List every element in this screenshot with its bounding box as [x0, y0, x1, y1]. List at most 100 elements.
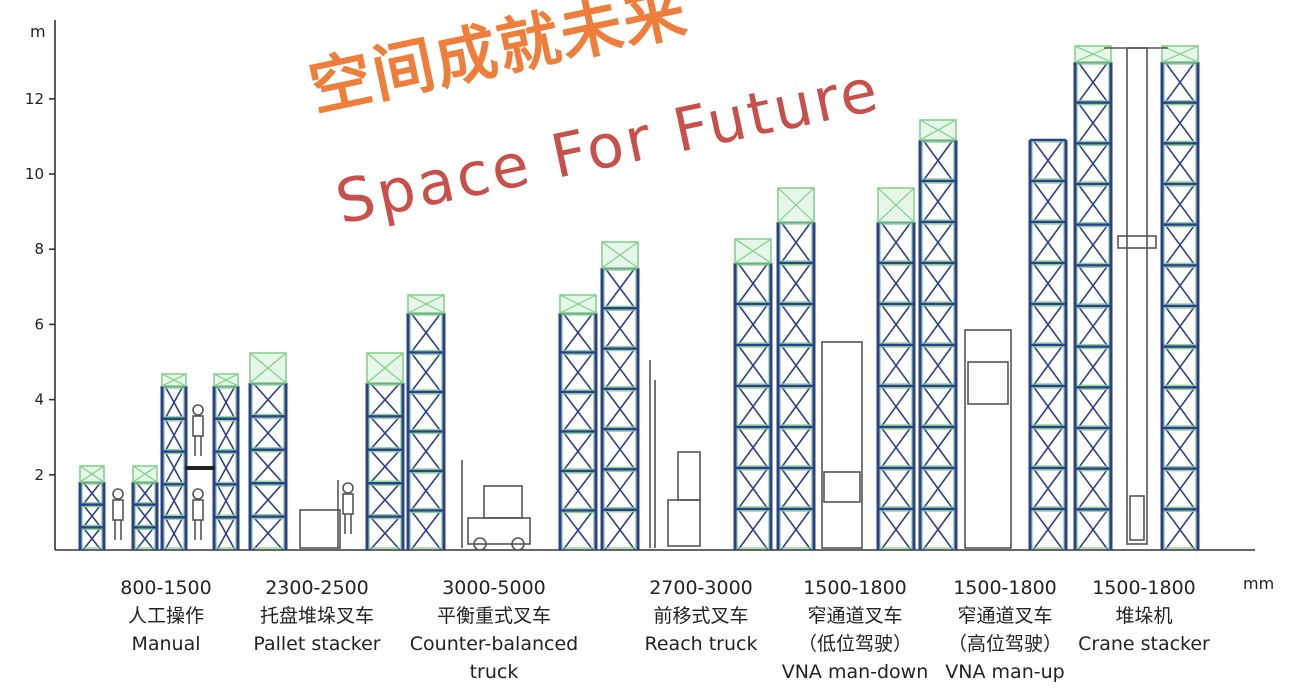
pallet-outline — [1076, 510, 1110, 549]
pallet-outline — [215, 518, 237, 549]
category-cn: 前移式叉车 — [653, 605, 749, 627]
worker-figure — [192, 488, 204, 540]
rack — [248, 352, 288, 551]
rack-brace — [880, 508, 912, 551]
top-pallet-cross — [366, 352, 404, 384]
rack — [365, 352, 405, 551]
aisle-width: 1500-1800 — [953, 577, 1057, 599]
rack-brace — [1164, 346, 1196, 388]
pallet-outline — [1163, 307, 1197, 346]
rack — [558, 294, 598, 551]
top-pallet-cross — [132, 465, 158, 483]
vna-man-up-mast — [964, 329, 1012, 549]
pallet-outline — [779, 469, 813, 508]
rack-brace — [737, 262, 769, 305]
category-en: Pallet stacker — [253, 633, 381, 655]
rack-brace — [1077, 346, 1109, 388]
pallet-outline — [921, 510, 955, 549]
pallet-outline — [561, 432, 595, 470]
pallet-outline — [736, 305, 770, 344]
rack-brace — [1164, 142, 1196, 185]
rack-brace — [164, 484, 184, 518]
rack-brace — [216, 451, 236, 485]
reach-truck-cab — [677, 451, 701, 501]
pallet-outline — [879, 428, 913, 467]
y-tick-label: 4 — [34, 391, 44, 409]
category-en-line2: truck — [469, 661, 519, 683]
pallet-outline — [561, 314, 595, 352]
pallet-outline — [1076, 469, 1110, 509]
pallet-outline — [603, 269, 637, 307]
rack-brace — [562, 352, 594, 393]
rack-brace — [922, 508, 954, 551]
rack-brace — [922, 221, 954, 264]
rack-brace — [252, 482, 284, 518]
rack-brace — [780, 262, 812, 305]
pallet-outline — [921, 428, 955, 467]
worker-figure — [192, 404, 204, 456]
rack-brace — [135, 526, 155, 551]
category-en: VNA man-down — [781, 661, 929, 683]
rack-brace — [880, 467, 912, 510]
forklift-cab — [483, 485, 523, 519]
pallet-outline — [603, 430, 637, 469]
pallet-outline — [1163, 388, 1197, 427]
category-crane-stacker: 1500-1800 堆垛机 Crane stacker — [1072, 574, 1216, 658]
pallet-outline — [1076, 388, 1110, 427]
pallet-outline — [1031, 223, 1065, 262]
pallet-outline — [1076, 347, 1110, 387]
rack-brace — [1164, 183, 1196, 226]
forklift-body — [467, 517, 531, 545]
pallet-outline — [1031, 182, 1065, 221]
rack-brace — [922, 180, 954, 223]
pallet-outline — [1076, 307, 1110, 346]
rack-brace — [780, 385, 812, 428]
vna-man-down-cab — [823, 471, 861, 503]
machines — [112, 47, 1168, 551]
pallet-outline — [215, 452, 237, 484]
worker-head — [112, 488, 124, 500]
worker-head — [342, 482, 354, 494]
category-en: Reach truck — [644, 633, 758, 655]
reach-truck-body — [667, 499, 701, 547]
pallet-outline — [561, 472, 595, 510]
pallet-outline — [779, 387, 813, 426]
pallet-outline — [409, 472, 443, 510]
pallet-outline — [409, 353, 443, 391]
rack-brace — [1077, 61, 1109, 104]
rack-brace — [737, 467, 769, 510]
rack-brace — [1032, 426, 1064, 469]
rack-brace — [1164, 508, 1196, 551]
rack-brace — [780, 344, 812, 387]
pallet-outline — [921, 223, 955, 262]
y-tick-label: 2 — [34, 466, 44, 484]
worker-body — [192, 415, 204, 437]
category-cn: 托盘堆垛叉车 — [259, 605, 374, 627]
top-pallet-cross — [79, 465, 105, 483]
pallet-outline — [251, 417, 285, 449]
rack-brace — [252, 382, 284, 417]
aisle-width: 2700-3000 — [649, 577, 753, 599]
rack-brace — [737, 385, 769, 428]
pallet-outline — [1031, 428, 1065, 467]
pallet-outline — [921, 182, 955, 221]
top-pallet-cross — [919, 119, 957, 141]
rack-brace — [780, 303, 812, 346]
pallet-outline — [163, 387, 185, 418]
pallet-outline — [1031, 469, 1065, 508]
rack-brace — [1077, 224, 1109, 266]
worker-head — [192, 488, 204, 500]
rack-brace — [880, 426, 912, 469]
vna-man-up-cab — [967, 361, 1009, 405]
pallet-outline — [1163, 63, 1197, 102]
pallet-outline — [736, 346, 770, 385]
rack — [733, 238, 773, 551]
pallet-outline — [921, 264, 955, 303]
rack-brace — [1077, 305, 1109, 348]
aisle-width: 1500-1800 — [1092, 577, 1196, 599]
rack-brace — [1077, 508, 1109, 551]
pallet-outline — [215, 387, 237, 418]
pallet-outline — [368, 517, 402, 549]
rack-brace — [1164, 102, 1196, 144]
